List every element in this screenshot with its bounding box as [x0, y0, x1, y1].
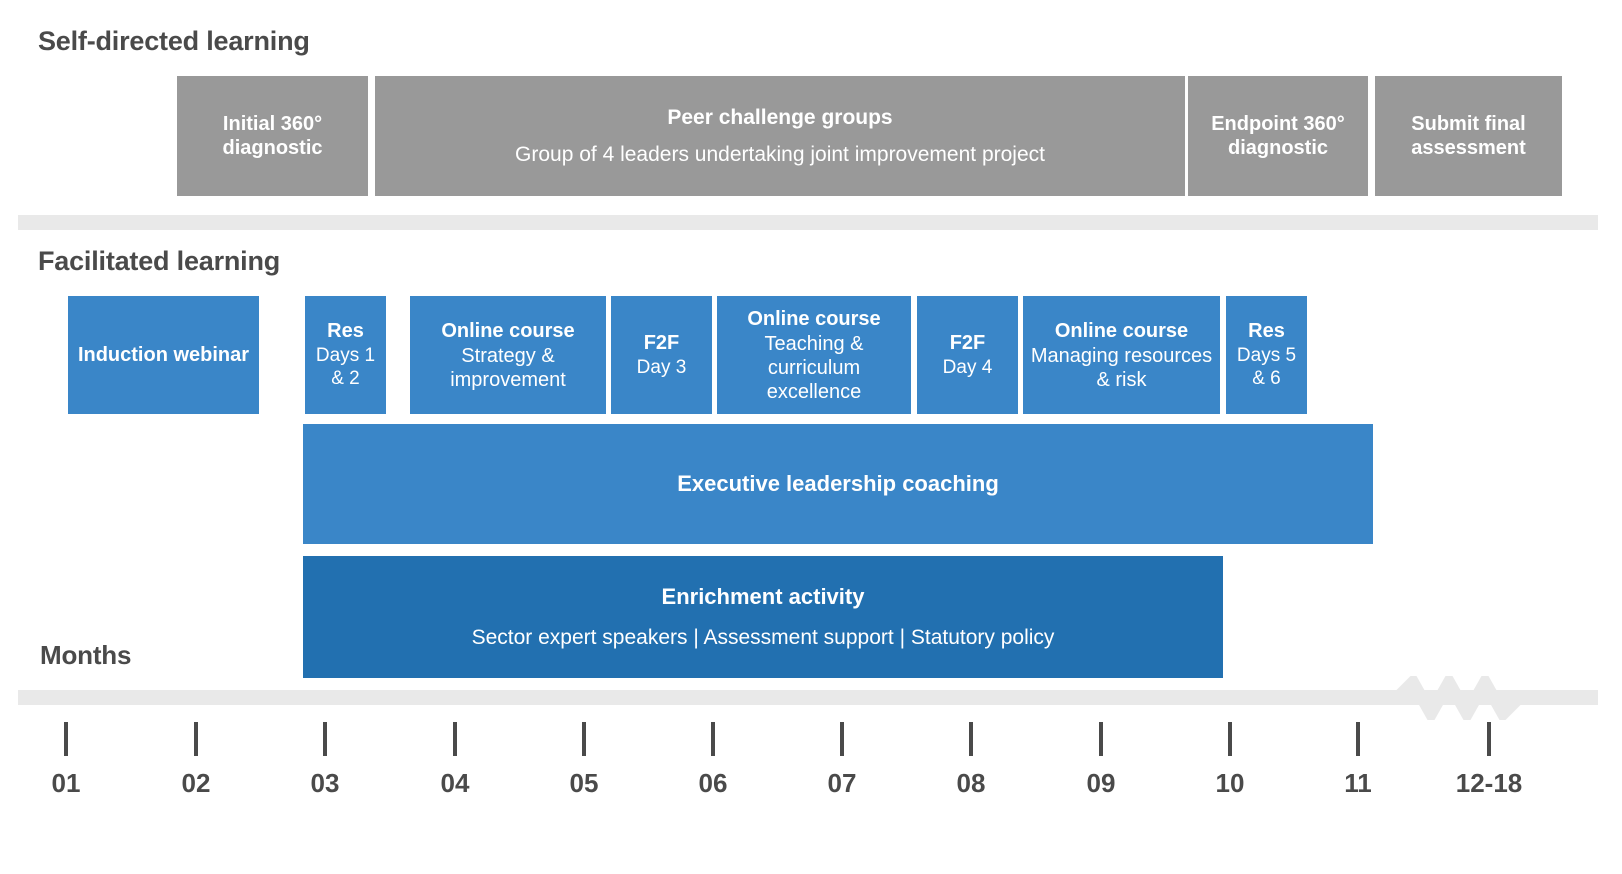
- section-heading-self-directed-learning: Self-directed learning: [38, 26, 310, 56]
- box-subtitle: Managing resources & risk: [1030, 344, 1213, 391]
- axis-tick-label: 08: [956, 768, 986, 798]
- timeline-axis-band: [18, 690, 1598, 705]
- axis-tick: [711, 722, 715, 756]
- box-title: Submit final assessment: [1411, 113, 1526, 159]
- axis-tick-label: 12-18: [1455, 768, 1523, 798]
- box-title: Initial 360° diagnostic: [222, 113, 323, 159]
- box-online-course-strategy[interactable]: Online course Strategy & improvement: [410, 296, 606, 414]
- bar-title: Enrichment activity: [661, 584, 865, 610]
- box-subtitle: Days 1 & 2: [315, 345, 376, 389]
- axis-tick: [323, 722, 327, 756]
- axis-tick: [1099, 722, 1103, 756]
- box-title: Res: [327, 320, 364, 343]
- box-subtitle: Group of 4 leaders undertaking joint imp…: [515, 143, 1045, 166]
- axis-tick-label: 11: [1344, 768, 1372, 798]
- box-endpoint-360-diagnostic[interactable]: Endpoint 360° diagnostic: [1188, 76, 1368, 196]
- axis-tick-label: 02: [181, 768, 211, 798]
- axis-tick-label: 03: [310, 768, 340, 798]
- axis-tick-label: 05: [569, 768, 599, 798]
- box-subtitle: Teaching & curriculum excellence: [764, 332, 864, 403]
- box-title: Online course: [747, 307, 881, 330]
- bar-subtitle: Sector expert speakers | Assessment supp…: [471, 625, 1055, 649]
- box-residential-days-1-2[interactable]: Res Days 1 & 2: [305, 296, 386, 414]
- axis-tick: [969, 722, 973, 756]
- box-title: F2F: [949, 331, 986, 354]
- axis-tick: [840, 722, 844, 756]
- axis-tick-label: 10: [1215, 768, 1245, 798]
- axis-tick-label: 06: [698, 768, 728, 798]
- box-title: Res: [1248, 320, 1285, 343]
- axis-tick-label: 04: [440, 768, 470, 798]
- axis-tick: [194, 722, 198, 756]
- box-subtitle: Day 3: [636, 356, 687, 378]
- section-heading-months: Months: [40, 640, 132, 670]
- section-divider-band: [18, 215, 1598, 230]
- box-subtitle: Days 5 & 6: [1236, 345, 1297, 389]
- box-online-course-teaching[interactable]: Online course Teaching & curriculum exce…: [717, 296, 911, 414]
- axis-tick: [1356, 722, 1360, 756]
- box-title: Online course: [441, 319, 575, 342]
- box-peer-challenge-groups[interactable]: Peer challenge groups Group of 4 leaders…: [375, 76, 1185, 196]
- box-f2f-day-4[interactable]: F2F Day 4: [917, 296, 1018, 414]
- box-f2f-day-3[interactable]: F2F Day 3: [611, 296, 712, 414]
- section-heading-facilitated-learning: Facilitated learning: [38, 246, 281, 276]
- axis-tick-label: 07: [827, 768, 857, 798]
- axis-tick-label: 01: [51, 768, 81, 798]
- axis-tick: [453, 722, 457, 756]
- axis-tick: [1487, 722, 1491, 756]
- bar-title: Executive leadership coaching: [677, 470, 999, 496]
- bar-executive-leadership-coaching[interactable]: Executive leadership coaching: [303, 424, 1373, 544]
- box-residential-days-5-6[interactable]: Res Days 5 & 6: [1226, 296, 1307, 414]
- box-title: Online course: [1054, 319, 1189, 342]
- box-submit-final-assessment[interactable]: Submit final assessment: [1375, 76, 1562, 196]
- box-title: Peer challenge groups: [667, 105, 893, 129]
- box-initial-360-diagnostic[interactable]: Initial 360° diagnostic: [177, 76, 368, 196]
- box-subtitle: Strategy & improvement: [450, 344, 566, 391]
- box-title: Induction webinar: [77, 344, 250, 366]
- box-online-course-resources[interactable]: Online course Managing resources & risk: [1023, 296, 1220, 414]
- bar-enrichment-activity[interactable]: Enrichment activity Sector expert speake…: [303, 556, 1223, 678]
- axis-tick: [1228, 722, 1232, 756]
- box-title: F2F: [643, 331, 680, 354]
- box-induction-webinar[interactable]: Induction webinar: [68, 296, 259, 414]
- axis-tick: [64, 722, 68, 756]
- axis-tick-label: 09: [1086, 768, 1116, 798]
- axis-tick: [582, 722, 586, 756]
- box-subtitle: Day 4: [942, 356, 993, 378]
- axis-break-zigzag-icon: [1395, 676, 1530, 720]
- box-title: Endpoint 360° diagnostic: [1211, 113, 1345, 159]
